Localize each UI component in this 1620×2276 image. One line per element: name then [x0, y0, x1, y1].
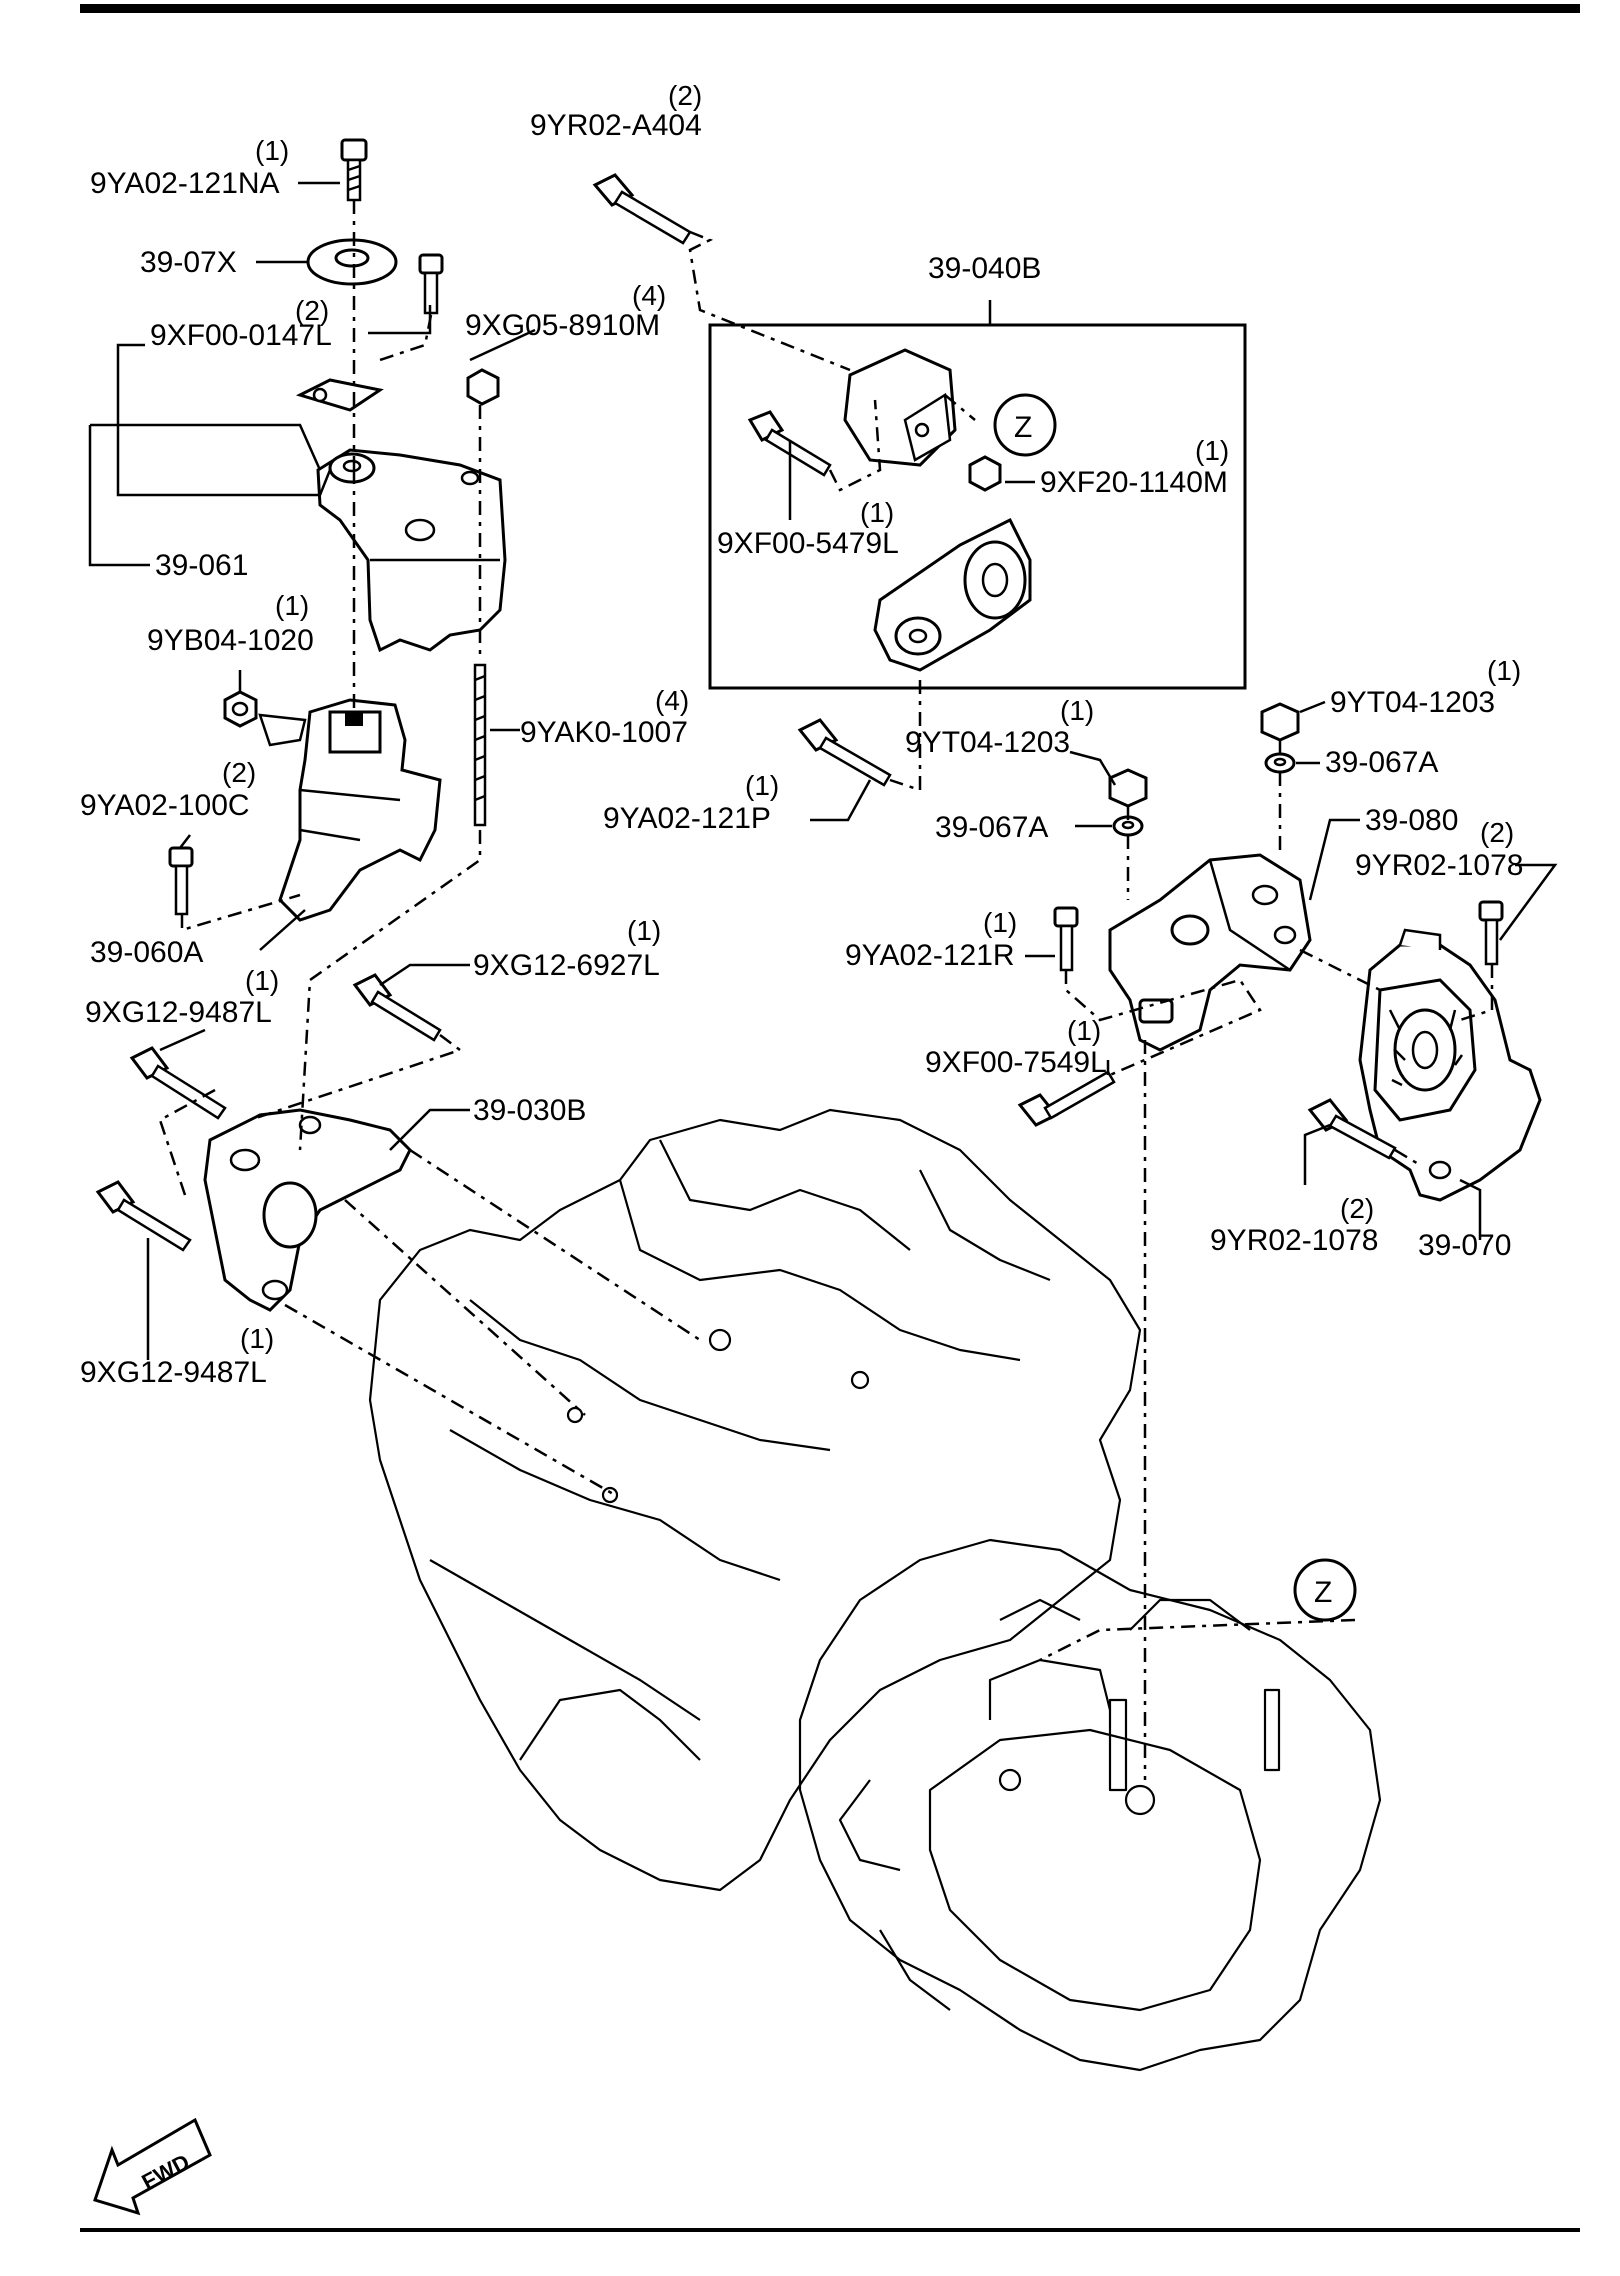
- qty-9xg12-9487l-top: (1): [245, 965, 279, 996]
- reference-z-transmission: [1293, 1558, 1357, 1622]
- label-39-080: 39-080: [1365, 804, 1458, 837]
- label-9yr02-a404: 9YR02-A404: [530, 109, 702, 142]
- label-9xf00-0147l: 9XF00-0147L: [150, 319, 332, 352]
- bolt-9xf00-7549l: [1017, 1070, 1116, 1127]
- bolt-9ya02-121p: [797, 718, 892, 787]
- reference-z-box: [993, 393, 1057, 457]
- bottom-rule: [80, 2228, 1580, 2232]
- qty-9xf20-1140m: (1): [1195, 435, 1229, 466]
- bolt-9xg12-9487l-top: [129, 1046, 227, 1120]
- label-9xg12-6927l: 9XG12-6927L: [473, 949, 660, 982]
- bolt-9ya02-121na: [340, 138, 368, 202]
- washer-39-067a-right: [1264, 752, 1296, 774]
- label-9yb04-1020: 9YB04-1020: [147, 624, 314, 657]
- label-9xg12-9487l-top: 9XG12-9487L: [85, 996, 272, 1029]
- label-9yt04-1203-right: 9YT04-1203: [1330, 686, 1495, 719]
- label-39-07x: 39-07X: [140, 246, 237, 279]
- nut-9yb04-1020: [223, 690, 258, 728]
- qty-9yr02-a404: (2): [668, 80, 702, 111]
- qty-box-4: (4): [632, 280, 666, 311]
- label-39-040b: 39-040B: [928, 252, 1041, 285]
- bolt-9ya02-121r: [1053, 906, 1079, 972]
- torque-rod: [873, 517, 1032, 672]
- clip-bracket: [295, 378, 384, 412]
- part-labels: (1) 9YA02-121NA 39-07X (2) 9XF00-0147L 9…: [80, 80, 1523, 2195]
- label-39-061: 39-061: [155, 549, 248, 582]
- label-9yt04-1203-mid: 9YT04-1203: [905, 726, 1070, 759]
- transmission-mount-39-070: [1358, 928, 1542, 1202]
- label-9ya02-121p: 9YA02-121P: [603, 802, 771, 835]
- bolt-9ya02-100c: [168, 846, 194, 916]
- label-z-transmission: Z: [1314, 1576, 1332, 1609]
- bracket-39-030b: [203, 1108, 412, 1312]
- label-39-067a-mid: 39-067A: [935, 811, 1048, 844]
- engine-block-outline: [368, 1108, 1142, 1892]
- qty-9ya02-100c: (2): [222, 757, 256, 788]
- bolt-9yr02-1078-top: [1478, 900, 1504, 966]
- qty-9xf00-0147l: (2): [295, 295, 329, 326]
- bracket-39-080: [1108, 853, 1312, 1052]
- alignment-lines: [158, 200, 1494, 1780]
- qty-9yak0-1007: (4): [655, 685, 689, 716]
- bolt-9xf00-0147l: [418, 253, 444, 315]
- qty-9xg12-6927l: (1): [627, 915, 661, 946]
- bolt-9yr02-1078-bottom: [1307, 1098, 1397, 1160]
- qty-9yr02-1078-bot: (2): [1340, 1193, 1374, 1224]
- nut-9yt04-1203-mid: [1108, 768, 1148, 808]
- label-9xf20-1140m: 9XF20-1140M: [1040, 466, 1228, 499]
- label-9xf00-5479l: 9XF00-5479L: [717, 527, 899, 560]
- nut-9xf20-1140m: [968, 455, 1002, 492]
- bolt-9xg12-6927l: [352, 973, 442, 1042]
- bracket-39-061: [316, 448, 507, 653]
- qty-9xf00-7549l: (1): [1067, 1015, 1101, 1046]
- label-9xf00-7549l: 9XF00-7549L: [925, 1046, 1107, 1079]
- qty-9ya02-121r: (1): [983, 907, 1017, 938]
- label-9yak0-1007: 9YAK0-1007: [520, 716, 688, 749]
- label-9ya02-100c: 9YA02-100C: [80, 789, 250, 822]
- washer-39-07x: [306, 238, 398, 286]
- label-9yr02-1078-bot: 9YR02-1078: [1210, 1224, 1378, 1257]
- qty-9xg12-9487l-bot: (1): [240, 1323, 274, 1354]
- label-9xg05-8910m: 9XG05-8910M: [465, 309, 660, 342]
- qty-9xf00-5479l: (1): [860, 497, 894, 528]
- label-39-070: 39-070: [1418, 1229, 1511, 1262]
- engine-mount-39-060a: [258, 698, 442, 922]
- bolt-9xf00-5479l: [747, 410, 832, 477]
- bolt-9xg12-9487l-bottom: [95, 1180, 192, 1252]
- label-39-060a: 39-060A: [90, 936, 203, 969]
- assembly-box-39-040b: [708, 323, 1247, 690]
- label-z-box: Z: [1014, 411, 1032, 444]
- qty-9yt04-1203-mid: (1): [1060, 695, 1094, 726]
- top-rule: [80, 4, 1580, 13]
- stud-9yak0-1007: [473, 663, 487, 827]
- qty-9ya02-121na: (1): [255, 135, 289, 166]
- label-9xg12-9487l-bot: 9XG12-9487L: [80, 1356, 267, 1389]
- nut-9yt04-1203-right: [1260, 702, 1300, 742]
- label-39-030b: 39-030B: [473, 1094, 586, 1127]
- bolt-9yr02-a404: [592, 173, 692, 245]
- fwd-arrow-icon: [93, 2117, 212, 2216]
- qty-9yr02-1078-top: (2): [1480, 817, 1514, 848]
- rubber-bushing: [843, 348, 957, 467]
- qty-9yb04-1020: (1): [275, 590, 309, 621]
- label-9ya02-121r: 9YA02-121R: [845, 939, 1015, 972]
- qty-9ya02-121p: (1): [745, 770, 779, 801]
- leader-lines: [88, 181, 1558, 1360]
- qty-9yt04-1203-right: (1): [1487, 655, 1521, 686]
- label-39-067a-right: 39-067A: [1325, 746, 1438, 779]
- label-9yr02-1078-top: 9YR02-1078: [1355, 849, 1523, 882]
- transmission-outline: [798, 1538, 1382, 2072]
- nut-9xg05-8910m: [466, 368, 500, 406]
- label-9ya02-121na: 9YA02-121NA: [90, 167, 280, 200]
